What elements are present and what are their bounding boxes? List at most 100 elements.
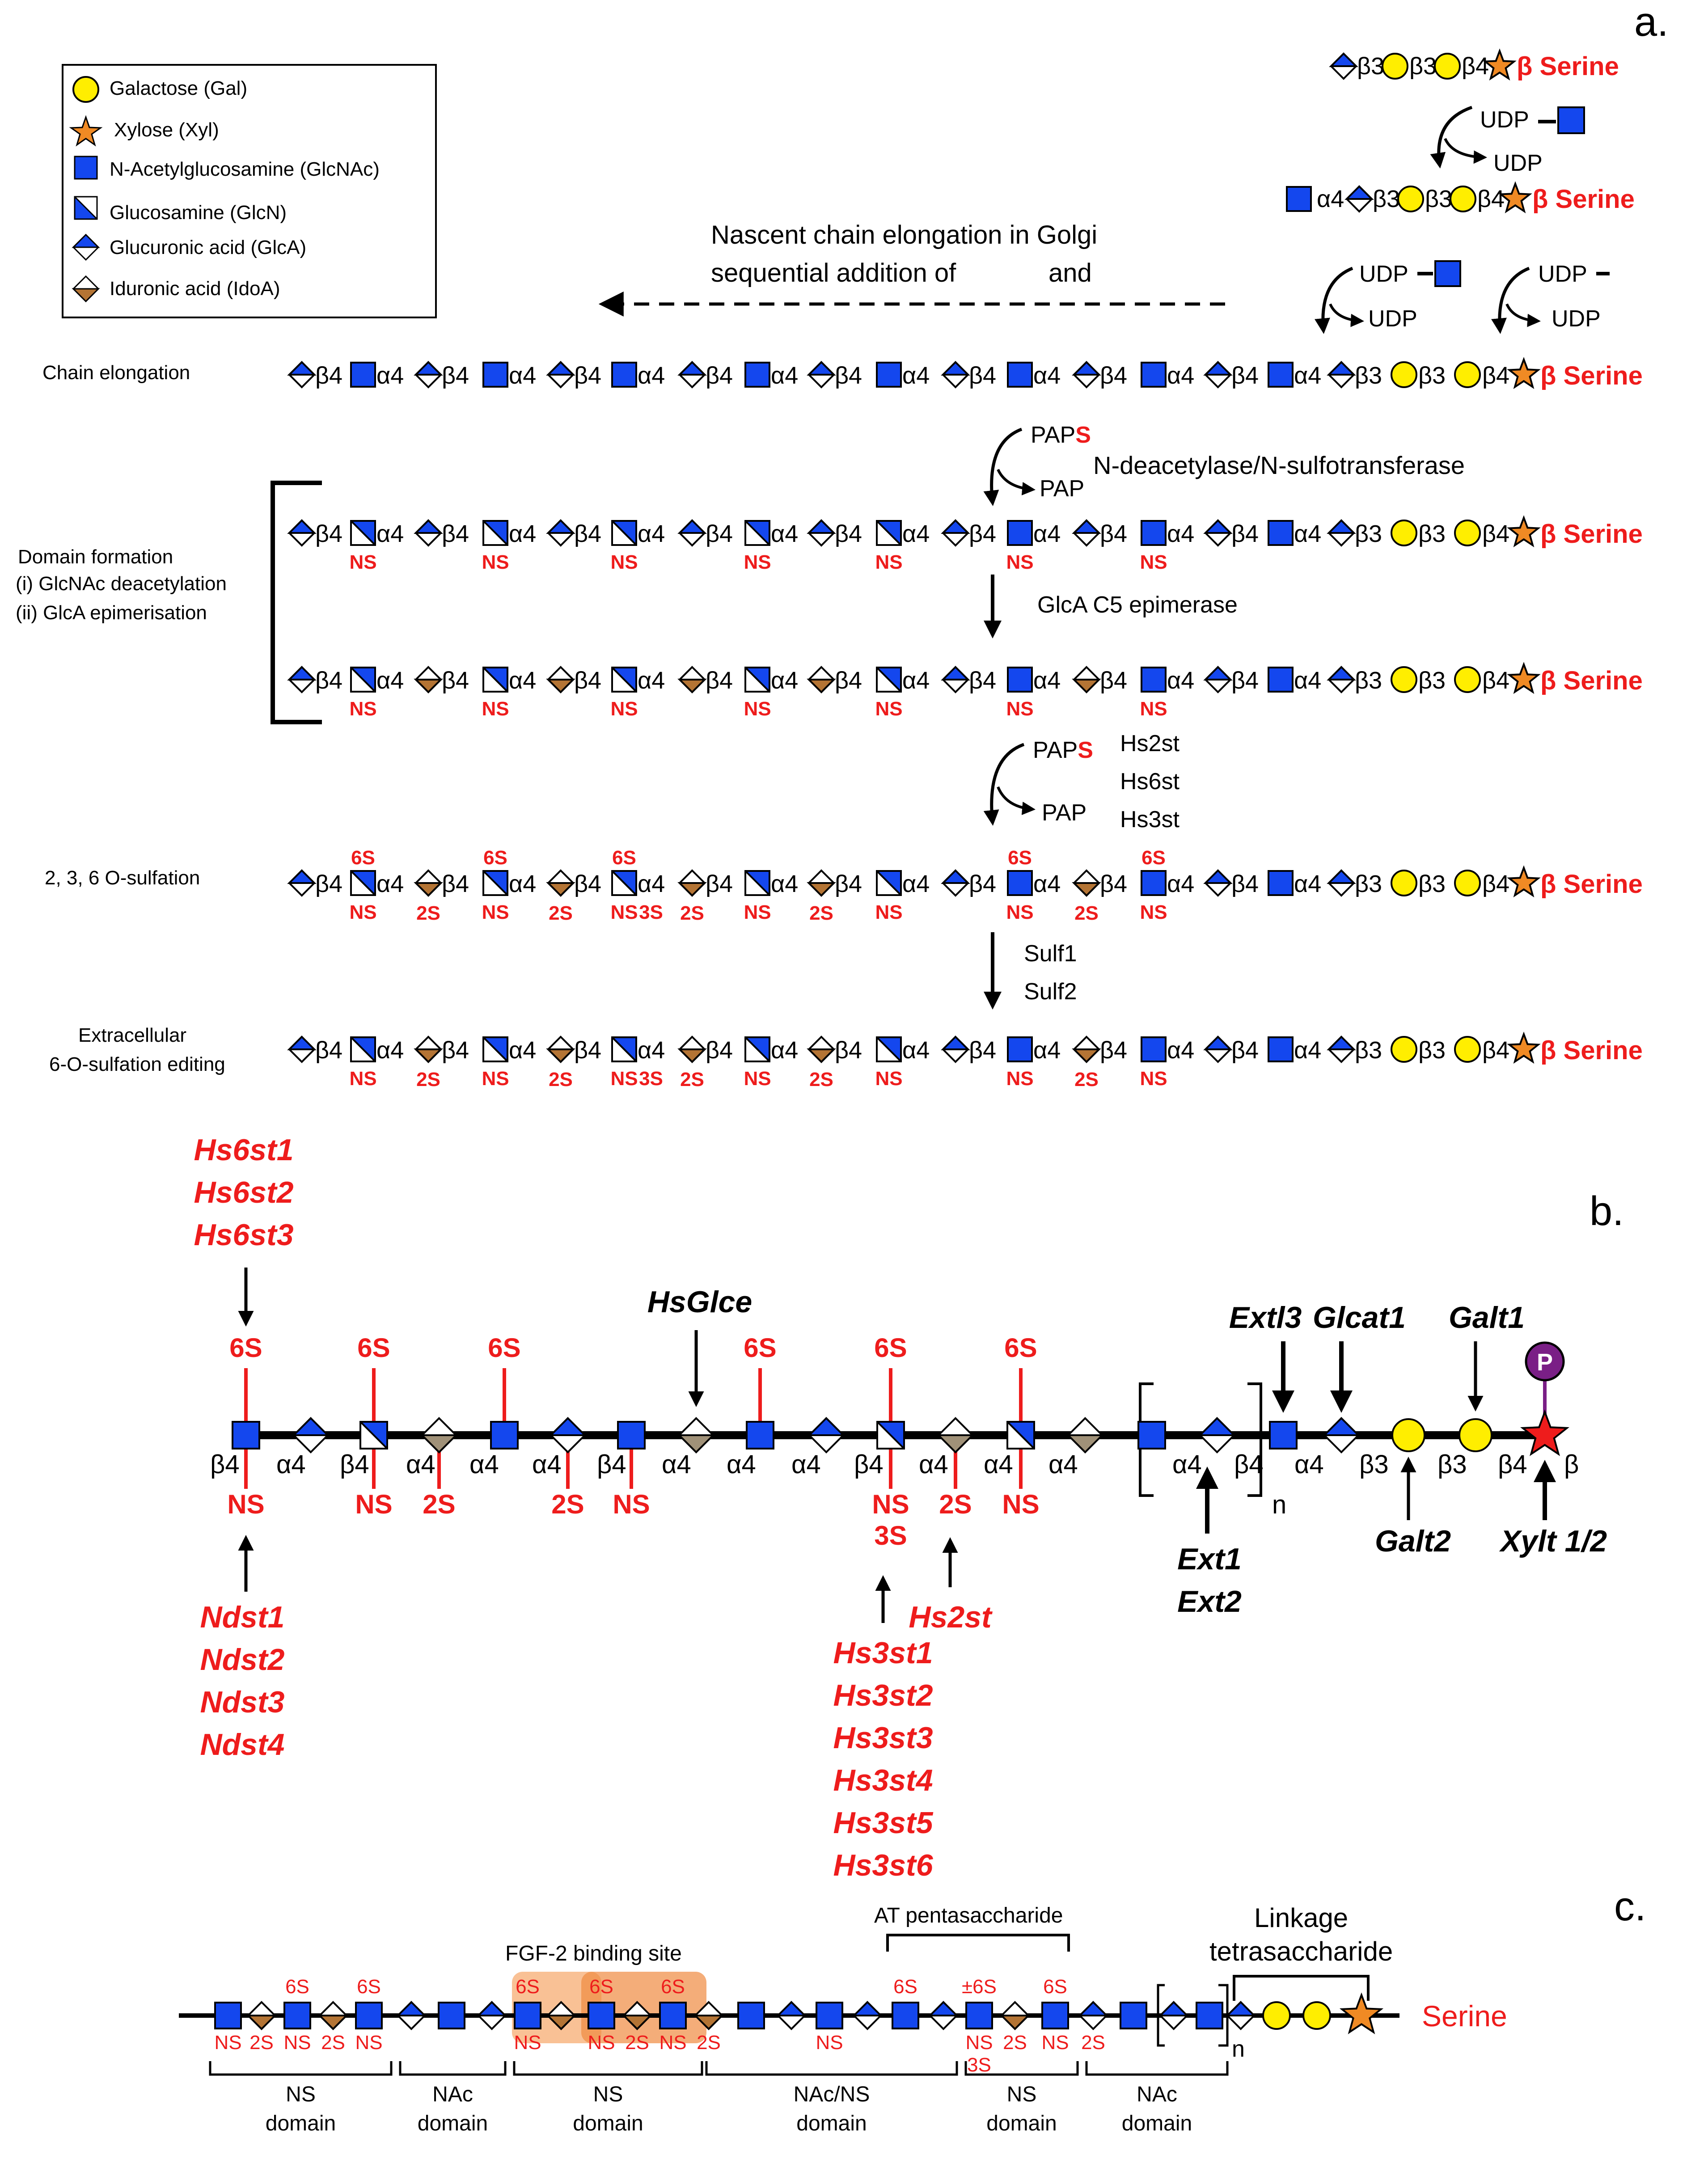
galactose-icon <box>1434 53 1461 80</box>
sulfate-ns: NS <box>355 1489 392 1519</box>
galactose-icon <box>1454 666 1481 693</box>
domain-label: NAc <box>432 2083 473 2106</box>
linkage-label: β4 <box>315 667 342 694</box>
linkage-label: α4 <box>1294 1450 1324 1479</box>
sulfate-6s: 6S <box>874 1333 907 1363</box>
enzyme-hs3st: Hs3st5 <box>833 1806 933 1840</box>
glcnac-icon <box>1141 362 1167 388</box>
linkage-label: α4 <box>638 871 665 897</box>
linkage-label: β4 <box>574 871 601 897</box>
glca-icon <box>677 361 707 389</box>
nascent-text-2a: sequential addition of <box>711 258 956 287</box>
linkage-label: α4 <box>902 1037 930 1064</box>
reaction-arrow-3 <box>1491 266 1530 334</box>
glca-icon <box>1329 52 1358 80</box>
glcnac-icon <box>232 1421 260 1450</box>
pap-label-1: PAP <box>1040 476 1084 502</box>
linkage-label: α4 <box>638 520 665 547</box>
glcnac-icon <box>611 362 637 388</box>
glca-icon <box>1327 519 1356 547</box>
sulfate-2s: 2S <box>549 902 573 924</box>
linkage-label: β4 <box>706 362 733 389</box>
linkage-label: α4 <box>902 667 930 694</box>
glcnac-icon <box>514 2002 541 2029</box>
linkage-label: α4 <box>509 667 536 694</box>
enzyme-hs3st: Hs3st2 <box>833 1678 933 1712</box>
enzyme-hs6st: Hs6st1 <box>194 1133 293 1167</box>
linkage-label: α4 <box>1033 871 1061 897</box>
glcnac-icon <box>1268 520 1294 546</box>
linkage-label: β4 <box>210 1450 240 1479</box>
sulfate-6s: 6S <box>1008 847 1032 869</box>
glca-icon <box>546 361 575 389</box>
legend-label-4: Glucuronic acid (GlcA) <box>110 237 306 258</box>
sulfate-ns: NS <box>1006 1068 1033 1090</box>
glcnac-icon <box>1007 870 1033 896</box>
nascent-text-1: Nascent chain elongation in Golgi <box>711 220 1097 249</box>
linkage-label: α4 <box>509 362 536 389</box>
sulfate-s3: 3S <box>967 2054 991 2076</box>
linkage-label: β4 <box>1231 1037 1259 1064</box>
enzyme-xylt: Xylt 1/2 <box>1499 1524 1607 1558</box>
sulfate-ns: NS <box>1002 1489 1039 1519</box>
glcnac-donor-icon <box>1557 106 1585 134</box>
linkage-label: α4 <box>638 362 665 389</box>
sulfate-ns: NS <box>965 2032 993 2054</box>
glca-icon <box>677 519 707 547</box>
paps-branch-2 <box>997 786 1036 815</box>
linkage-label: α4 <box>376 362 404 389</box>
linkage-label: β4 <box>835 362 862 389</box>
glcnac-icon <box>1196 2002 1223 2029</box>
udp-label-6: UDP <box>1552 306 1601 332</box>
idoa-icon <box>677 666 707 693</box>
glcn-icon <box>876 1421 905 1450</box>
glcn-icon <box>350 667 376 693</box>
galactose-icon <box>1397 186 1424 212</box>
legend-label-0: Galactose (Gal) <box>110 77 247 99</box>
legend-label-3: Glucosamine (GlcN) <box>110 202 287 224</box>
galactose-icon <box>1302 2001 1331 2030</box>
linkage-label: α4 <box>1167 667 1194 694</box>
domain-bracket <box>513 2061 703 2076</box>
domain-bracket <box>705 2061 958 2076</box>
glcn-icon <box>1006 1421 1035 1450</box>
glcn-icon <box>744 667 770 693</box>
glca-icon <box>1203 361 1233 389</box>
linkage-label: α4 <box>1294 362 1321 389</box>
sulfate-ns: NS <box>610 698 638 720</box>
glcn-icon <box>876 1036 902 1062</box>
glcnac-icon <box>816 2002 843 2029</box>
glycan-text: β3 <box>1373 186 1400 212</box>
domain-bracket <box>209 2061 393 2076</box>
linkage-label: α4 <box>406 1450 435 1479</box>
legend-label-2: N-Acetylglucosamine (GlcNAc) <box>110 158 380 180</box>
glcn-icon <box>482 667 508 693</box>
enzyme-ndst: Ndst2 <box>200 1643 285 1677</box>
linkage-label: α4 <box>1167 871 1194 897</box>
sulfate-s2: 2S <box>939 1489 972 1519</box>
glcnac-icon <box>1268 667 1294 693</box>
glca-icon <box>1203 1035 1233 1063</box>
linkage-label: α4 <box>1294 1037 1321 1064</box>
pap-label-2: PAP <box>1042 800 1087 826</box>
linkage-label: α4 <box>509 520 536 547</box>
galactose-icon <box>1454 361 1481 388</box>
idoa-icon <box>545 2001 577 2030</box>
idoa-icon <box>546 1035 575 1063</box>
glycan-text: β4 <box>1462 53 1489 80</box>
linkage-label: β4 <box>1100 362 1127 389</box>
glcn-icon <box>611 1036 637 1062</box>
idoa-icon <box>999 2001 1031 2030</box>
glca-icon <box>1327 666 1356 693</box>
linkage-label: β4 <box>574 667 601 694</box>
linkage-label: β4 <box>969 362 996 389</box>
sulfate-s2: 2S <box>1081 2032 1105 2054</box>
galactose-icon <box>1391 1418 1425 1452</box>
glca-icon <box>1158 2001 1189 2030</box>
osulf-enzyme-1: Hs2st <box>1120 731 1180 756</box>
linkage-label: α4 <box>771 667 798 694</box>
glcnac-icon <box>1268 362 1294 388</box>
xylose-icon <box>1483 48 1517 81</box>
galactose-icon <box>1454 870 1481 896</box>
